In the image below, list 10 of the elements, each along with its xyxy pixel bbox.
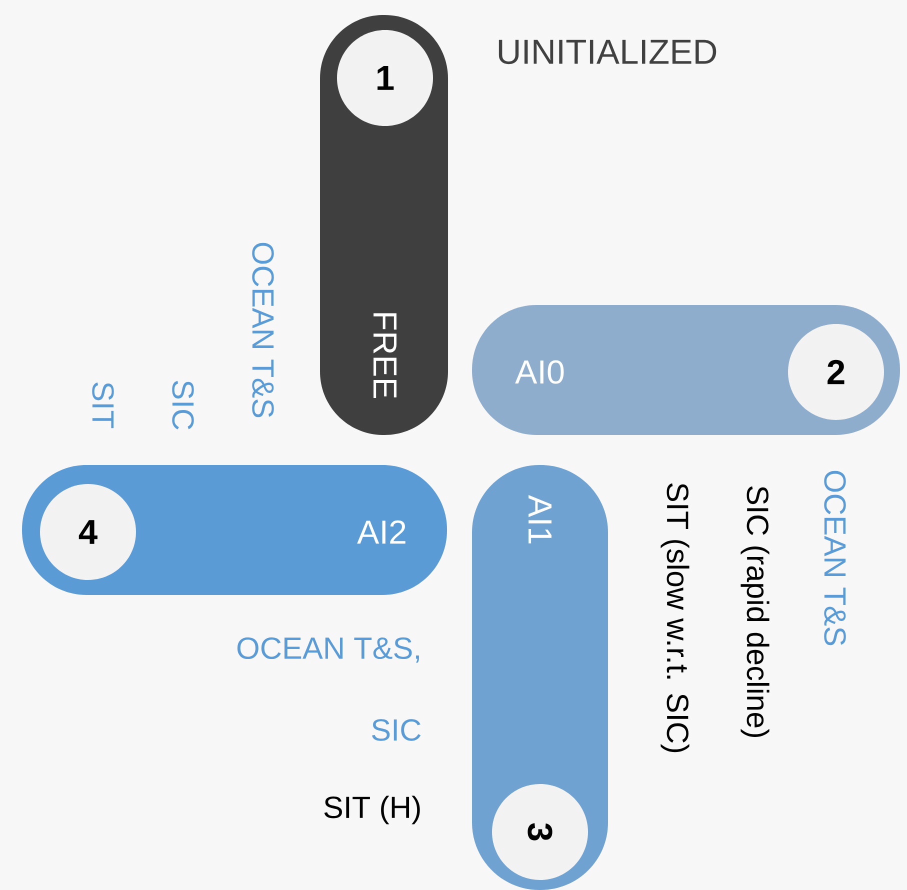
variable-label: SIC (172, 380, 194, 430)
variable-label: OCEAN T&S (252, 242, 274, 418)
state-label: UINITIALIZED (498, 40, 716, 64)
variable-label: SIT (92, 382, 114, 428)
variable-label: SIC (372, 719, 421, 741)
variable-label: SIT (slow w.r.t. SIC) (660, 483, 690, 752)
variable-label: OCEAN T&S, (237, 637, 419, 663)
variable-label: SIC (rapid decline) (740, 486, 770, 738)
variable-label: SIT (H) (324, 796, 420, 824)
variable-label: OCEAN T&S (824, 470, 846, 646)
